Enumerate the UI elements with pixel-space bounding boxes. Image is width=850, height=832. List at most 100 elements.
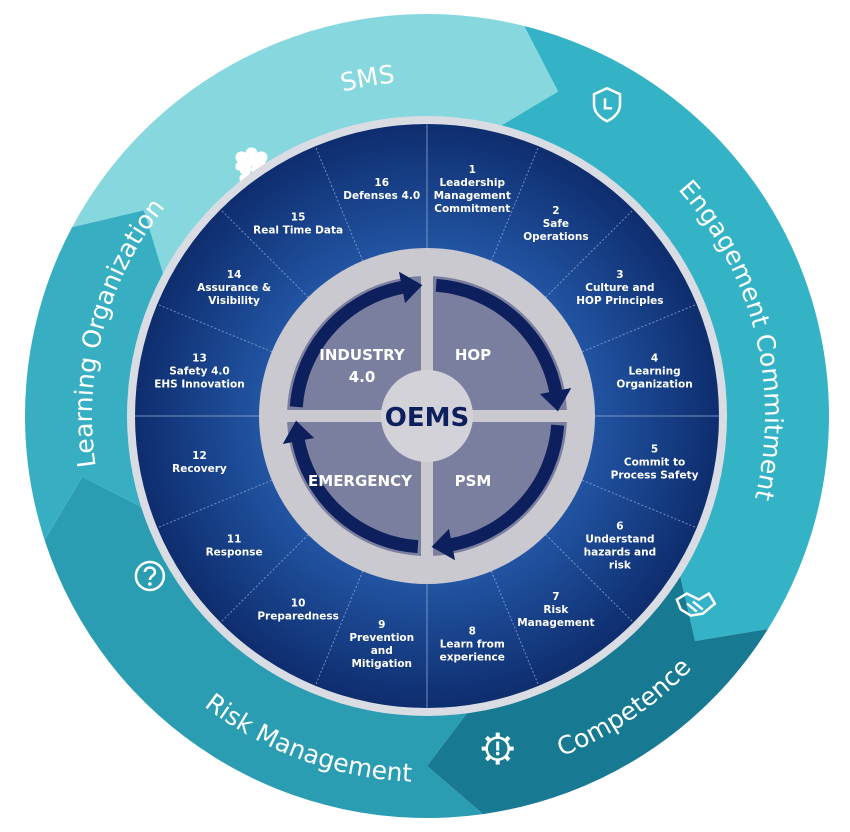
element-label: Leadership bbox=[439, 177, 505, 189]
element-number: 7 bbox=[552, 591, 559, 603]
element-label: Response bbox=[206, 546, 263, 558]
spoke bbox=[314, 146, 364, 261]
element-number: 4 bbox=[651, 353, 658, 365]
quadrant-hop: HOP bbox=[455, 346, 491, 364]
spoke bbox=[157, 303, 272, 353]
element-number: 11 bbox=[227, 533, 242, 545]
spoke bbox=[490, 146, 540, 261]
element-dividers bbox=[135, 124, 719, 708]
element-number: 9 bbox=[378, 619, 385, 631]
arrow-head-icon bbox=[431, 528, 456, 561]
element-label: Defenses 4.0 bbox=[343, 190, 420, 202]
element-label: risk bbox=[609, 559, 632, 571]
element-label: Learn from bbox=[440, 639, 505, 651]
element-number: 13 bbox=[192, 353, 207, 365]
arrow-head-icon bbox=[539, 387, 572, 412]
element-label: and bbox=[371, 645, 393, 657]
element-number: 1 bbox=[469, 164, 476, 176]
element-number: 2 bbox=[552, 205, 559, 217]
cycle-arrow bbox=[291, 437, 419, 554]
element-label: Learning bbox=[628, 366, 680, 378]
element-label: Risk bbox=[543, 604, 569, 616]
element-label: Real Time Data bbox=[253, 225, 343, 237]
element-label: Mitigation bbox=[351, 658, 412, 670]
element-label: HOP Principles bbox=[576, 295, 663, 307]
spoke bbox=[157, 479, 272, 529]
cycle-arrow bbox=[448, 424, 565, 552]
quadrant-label: EMERGENCY bbox=[308, 472, 413, 490]
spoke bbox=[582, 479, 697, 529]
quadrant-label: INDUSTRY bbox=[319, 346, 406, 364]
element-label: Safety 4.0 bbox=[169, 366, 229, 378]
element-label: Understand bbox=[585, 533, 654, 545]
element-label: Organization bbox=[616, 379, 692, 391]
quadrant-industry-40: INDUSTRY 4.0 bbox=[319, 346, 406, 386]
spoke bbox=[545, 209, 634, 298]
element-number: 10 bbox=[291, 597, 306, 609]
element-label: Assurance & bbox=[197, 282, 271, 294]
arrow-head-icon bbox=[398, 271, 423, 304]
cycle-arrow bbox=[289, 280, 406, 408]
center-circle bbox=[381, 370, 473, 462]
element-number: 3 bbox=[616, 269, 623, 281]
element-number: 6 bbox=[616, 520, 623, 532]
gear-warning-icon bbox=[481, 732, 514, 765]
element-label: Process Safety bbox=[611, 469, 699, 481]
quadrant-emergency: EMERGENCY bbox=[308, 472, 413, 490]
ring-segment-engagement-commitment bbox=[499, 25, 829, 641]
quadrant-label: 4.0 bbox=[349, 368, 376, 386]
element-label: EHS Innovation bbox=[154, 379, 245, 391]
ring-segment-competence bbox=[427, 573, 768, 815]
arrow-head-icon bbox=[282, 420, 315, 445]
spoke bbox=[490, 571, 540, 686]
element-number: 15 bbox=[291, 212, 306, 224]
spoke bbox=[220, 209, 309, 298]
element-label: Commit to bbox=[624, 456, 685, 468]
element-label: Recovery bbox=[172, 463, 227, 475]
handshake-icon bbox=[675, 591, 717, 617]
spoke bbox=[582, 303, 697, 353]
element-label: Management bbox=[434, 190, 511, 202]
spoke bbox=[314, 571, 364, 686]
question-icon bbox=[134, 560, 166, 592]
center-label: OEMS bbox=[385, 403, 469, 433]
element-label: Operations bbox=[523, 231, 588, 243]
element-label: hazards and bbox=[584, 546, 656, 558]
ring-segment-sms bbox=[72, 14, 559, 277]
element-number: 12 bbox=[192, 450, 207, 462]
shield-icon bbox=[592, 86, 622, 123]
quadrant-label: PSM bbox=[455, 472, 492, 490]
ring-segment-learning-organization bbox=[24, 210, 164, 541]
element-label: Preparedness bbox=[257, 610, 339, 622]
cycle-arrows bbox=[282, 271, 572, 561]
spoke bbox=[545, 534, 634, 623]
element-label: Commitment bbox=[434, 203, 510, 215]
cycle-arrow bbox=[435, 278, 563, 395]
element-number: 8 bbox=[469, 626, 476, 638]
spoke bbox=[220, 534, 309, 623]
element-number: 16 bbox=[374, 177, 389, 189]
element-label: Safe bbox=[543, 218, 569, 230]
element-number: 5 bbox=[651, 443, 658, 455]
element-label: Culture and bbox=[585, 282, 654, 294]
element-label: experience bbox=[440, 652, 505, 664]
element-label: Prevention bbox=[349, 632, 414, 644]
quadrant-label: HOP bbox=[455, 346, 491, 364]
